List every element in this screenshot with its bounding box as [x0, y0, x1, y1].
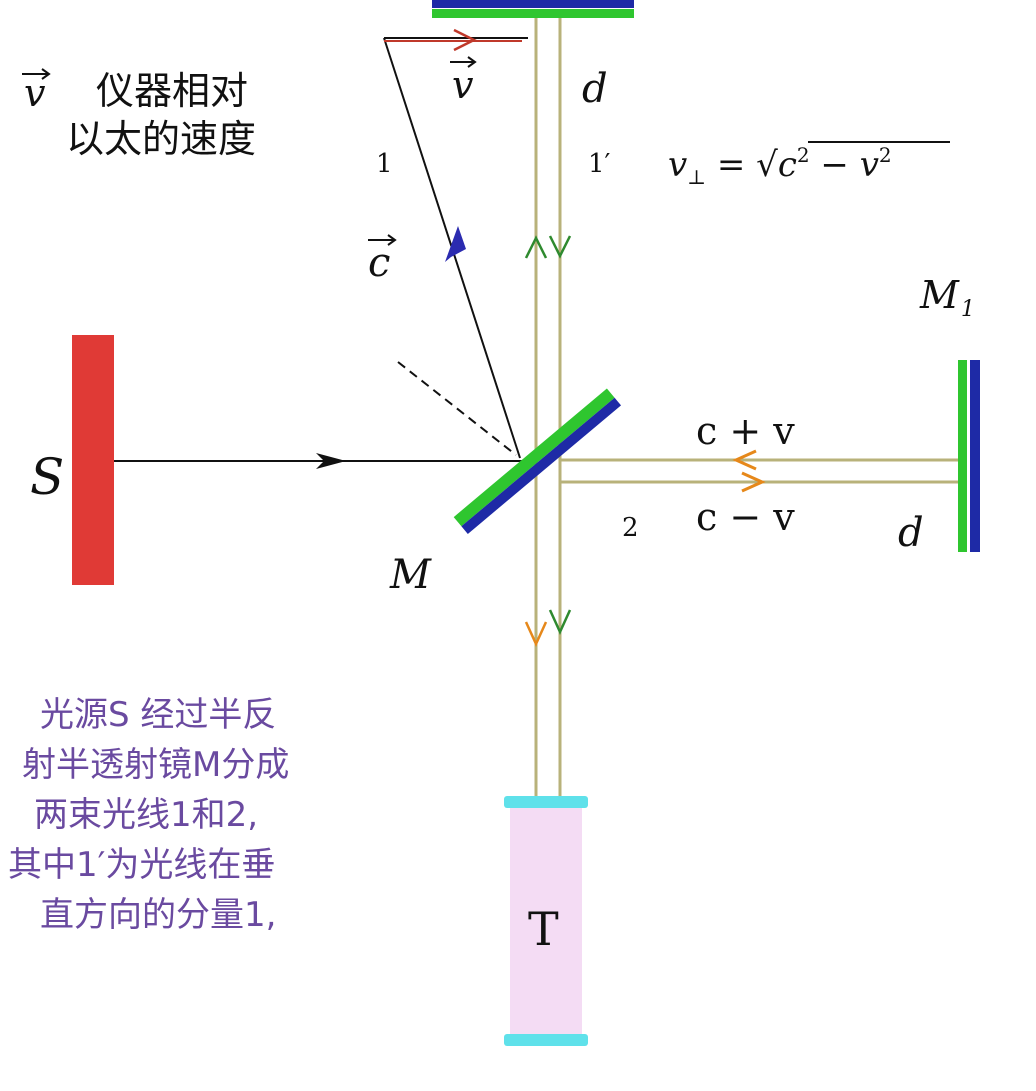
- arm-right-length-label: d: [898, 510, 924, 556]
- vertical-beam: [534, 18, 562, 800]
- splitter-label: M: [389, 552, 432, 598]
- velocity-c-vector-arrow-icon: [368, 234, 397, 246]
- ray-1prime-label: 1′: [588, 149, 611, 179]
- formula-c-exponent: 2: [797, 143, 810, 167]
- detector-t: [504, 796, 588, 1046]
- formula-v-exponent: 2: [879, 143, 892, 167]
- detector-label: T: [528, 902, 559, 956]
- ray-1-label: 1: [376, 149, 393, 179]
- right-mirror-m1: [958, 360, 980, 552]
- formula-equals-sqrt: = √: [706, 145, 778, 185]
- top-mirror-green-layer: [432, 9, 634, 18]
- mirror-m1-letter: M: [919, 273, 960, 317]
- right-mirror-green-layer: [958, 360, 967, 552]
- beam-splitter-m: [453, 388, 622, 534]
- formula-c: c: [778, 145, 797, 185]
- up-arrow-icon: [524, 235, 548, 259]
- formula-minus: −: [810, 145, 860, 185]
- source-label: S: [30, 448, 64, 506]
- ray-c-arrow-icon: [445, 226, 466, 262]
- legend-vector-arrow-icon: [22, 68, 51, 80]
- note-block: 光源S 经过半反 射半透射镜M分成 两束光线1和2, 其中1′为光线在垂 直方向…: [8, 695, 289, 935]
- top-mirror-blue-layer: [432, 0, 634, 8]
- legend-line-2: 以太的速度: [66, 117, 256, 161]
- note-line-4: 其中1′为光线在垂: [8, 845, 275, 885]
- down-arrow-icon: [548, 235, 572, 259]
- down-arrow-orange-icon: [524, 621, 548, 648]
- arm-top-length-label: d: [582, 66, 608, 112]
- splitter-green-layer: [453, 388, 615, 527]
- speed-back-label: c − v: [696, 495, 795, 539]
- formula-lhs: v: [668, 145, 687, 185]
- detector-body: [510, 804, 582, 1040]
- note-line-3: 两束光线1和2,: [34, 795, 258, 835]
- dashed-reference-ray: [397, 361, 517, 456]
- ray-2-label: 2: [622, 513, 639, 543]
- velocity-v-vector-arrow-icon: [450, 56, 477, 68]
- note-line-1: 光源S 经过半反: [40, 695, 276, 735]
- left-arrow-icon: [732, 449, 757, 471]
- incident-ray-arrow-icon: [316, 453, 346, 469]
- horizontal-beam: [560, 458, 958, 484]
- down-arrow-green-icon: [548, 609, 572, 636]
- note-line-2: 射半透射镜M分成: [22, 745, 289, 785]
- right-arrow-icon: [741, 471, 766, 493]
- detector-top-cap: [504, 796, 588, 808]
- note-line-5: 直方向的分量1,: [40, 895, 276, 935]
- detector-bottom-cap: [504, 1034, 588, 1046]
- velocity-v-label: v: [452, 63, 474, 107]
- right-mirror-blue-layer: [970, 360, 980, 552]
- formula-subscript: ⊥: [687, 165, 706, 189]
- formula-v: v: [860, 145, 879, 185]
- perpendicular-speed-formula: v⊥ = √c2 − v2: [668, 143, 892, 189]
- legend-line-1: 仪器相对: [96, 69, 248, 113]
- legend-symbol-v: v: [24, 71, 46, 115]
- velocity-c-label: c: [368, 240, 390, 286]
- mirror-m1-label: M1: [919, 273, 975, 322]
- mirror-m1-subscript: 1: [961, 297, 975, 322]
- splitter-blue-layer: [461, 397, 622, 534]
- top-mirror: [432, 0, 634, 18]
- light-source-s: [72, 335, 114, 585]
- speed-toward-label: c + v: [696, 409, 795, 453]
- instrument-velocity-arrow-icon: [453, 28, 477, 52]
